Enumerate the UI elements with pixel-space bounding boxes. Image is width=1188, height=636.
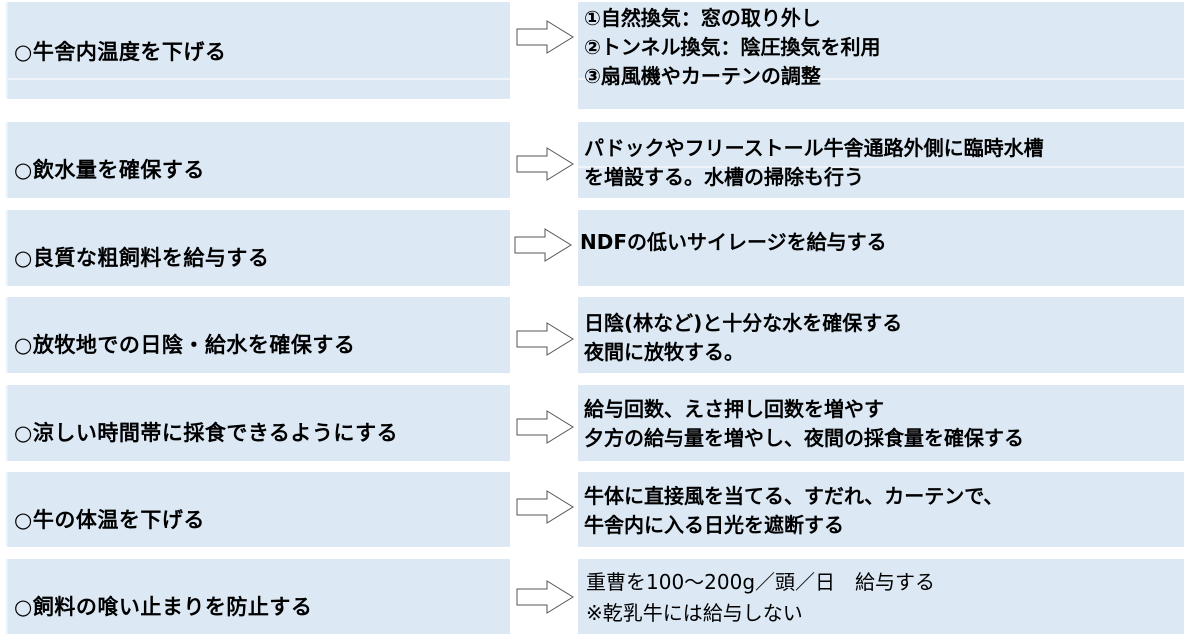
measure-text: ○飲水量を確保する — [14, 158, 205, 182]
action-box-2: パドックやフリーストール牛舎通路外側に臨時水槽 を増設する。水槽の掃除も行う — [578, 122, 1184, 198]
action-line: NDFの低いサイレージを給与する — [580, 230, 887, 254]
measure-box-3: ○良質な粗飼料を給与する — [6, 210, 510, 286]
action-line: 夕方の給与量を増やし、夜間の採食量を確保する — [584, 426, 1024, 450]
action-box-5: 給与回数、えさ押し回数を増やす 夕方の給与量を増やし、夜間の採食量を確保する — [578, 385, 1184, 461]
right-arrow-icon — [516, 580, 574, 614]
measure-text: ○牛舎内温度を下げる — [14, 40, 227, 64]
measure-text: ○飼料の喰い止まりを防止する — [14, 595, 313, 619]
action-text: 重曹を100～200g／頭／日 給与する ※乾乳牛には給与しない — [586, 567, 935, 629]
measure-text: ○放牧地での日陰・給水を確保する — [14, 333, 356, 357]
action-line: ※乾乳牛には給与しない — [586, 601, 803, 625]
measure-text: ○涼しい時間帯に採食できるようにする — [14, 421, 399, 445]
right-arrow-icon — [514, 228, 572, 262]
action-line: ③扇風機やカーテンの調整 — [584, 64, 821, 88]
measure-box-7: ○飼料の喰い止まりを防止する — [6, 559, 510, 634]
measure-box-4: ○放牧地での日陰・給水を確保する — [6, 297, 510, 373]
measure-box-1: ○牛舎内温度を下げる — [6, 2, 510, 99]
action-line: パドックやフリーストール牛舎通路外側に臨時水槽 — [584, 136, 1044, 160]
action-box-1: ①自然換気：窓の取り外し ②トンネル換気：陰圧換気を利用 ③扇風機やカーテンの調… — [578, 2, 1184, 109]
action-line: 牛体に直接風を当てる、すだれ、カーテンで、 — [584, 484, 1004, 508]
divider — [578, 166, 1184, 168]
action-text: パドックやフリーストール牛舎通路外側に臨時水槽 を増設する。水槽の掃除も行う — [584, 134, 1044, 192]
action-line: 重曹を100～200g／頭／日 給与する — [586, 570, 936, 594]
measure-text: ○牛の体温を下げる — [14, 508, 205, 532]
action-box-3: NDFの低いサイレージを給与する — [578, 210, 1184, 286]
right-arrow-icon — [516, 20, 574, 54]
action-text: 給与回数、えさ押し回数を増やす 夕方の給与量を増やし、夜間の採食量を確保する — [584, 395, 1024, 453]
action-line: ①自然換気：窓の取り外し — [584, 6, 821, 30]
action-box-7: 重曹を100～200g／頭／日 給与する ※乾乳牛には給与しない — [578, 559, 1184, 634]
measure-box-6: ○牛の体温を下げる — [6, 472, 510, 547]
measure-box-5: ○涼しい時間帯に採食できるようにする — [6, 385, 510, 461]
action-line: 夜間に放牧する。 — [584, 340, 744, 364]
measure-text: ○良質な粗飼料を給与する — [14, 246, 270, 270]
action-box-6: 牛体に直接風を当てる、すだれ、カーテンで、 牛舎内に入る日光を遮断する — [578, 472, 1184, 547]
divider — [578, 78, 1184, 80]
action-line: 牛舎内に入る日光を遮断する — [584, 513, 844, 537]
action-line: 日陰(林など)と十分な水を確保する — [584, 311, 903, 335]
action-box-4: 日陰(林など)と十分な水を確保する 夜間に放牧する。 — [578, 297, 1184, 373]
right-arrow-icon — [516, 490, 574, 524]
right-arrow-icon — [516, 410, 574, 444]
measure-box-2: ○飲水量を確保する — [6, 122, 510, 198]
action-line: を増設する。水槽の掃除も行う — [584, 165, 864, 189]
action-text: 日陰(林など)と十分な水を確保する 夜間に放牧する。 — [584, 309, 902, 367]
action-text: ①自然換気：窓の取り外し ②トンネル換気：陰圧換気を利用 ③扇風機やカーテンの調… — [584, 4, 881, 91]
action-text: NDFの低いサイレージを給与する — [580, 228, 887, 257]
action-line: 給与回数、えさ押し回数を増やす — [584, 397, 884, 421]
action-line: ②トンネル換気：陰圧換気を利用 — [584, 35, 881, 59]
action-text: 牛体に直接風を当てる、すだれ、カーテンで、 牛舎内に入る日光を遮断する — [584, 482, 1003, 540]
divider — [8, 78, 510, 80]
right-arrow-icon — [516, 322, 574, 356]
right-arrow-icon — [516, 147, 574, 181]
